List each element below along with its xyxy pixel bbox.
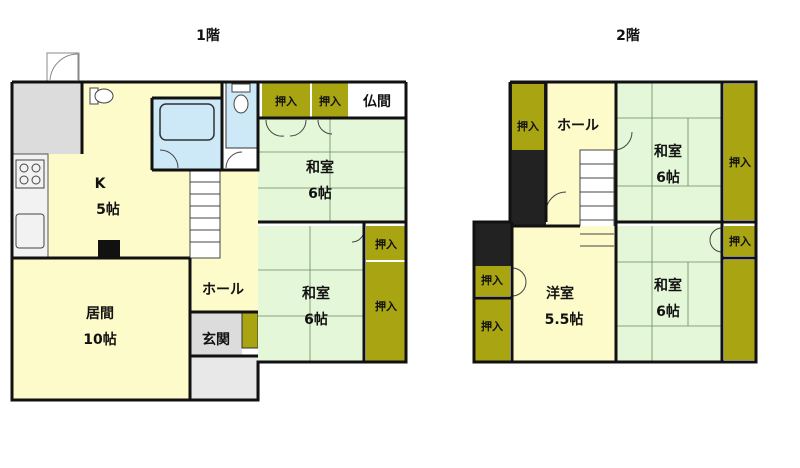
- floor1-oshiire-4-label: 押入: [375, 299, 397, 313]
- floor1-entrance-area: [190, 312, 242, 356]
- floor1-kitchen-size: 5帖: [96, 201, 120, 218]
- floor1-tatami-lines: [258, 118, 406, 362]
- floor1-balcony-door: [46, 52, 80, 82]
- floor1-entrance-name: 玄関: [202, 331, 230, 348]
- floor2-dark-block-lower: [474, 222, 512, 266]
- floor1-washitsu-lower-area: [258, 226, 364, 362]
- floor1-porch: [190, 356, 260, 400]
- floor2-oshiire-6: [724, 260, 756, 360]
- floor2-washitsu-lower-name: 和室: [654, 277, 682, 294]
- floor1-stove: [15, 159, 45, 189]
- floor2-yoshitsu-area: [512, 226, 616, 362]
- floor1-walls: [10, 80, 408, 402]
- floor2-yoshitsu-name: 洋室: [546, 285, 574, 302]
- floor2-title: 2階: [616, 27, 640, 44]
- floor2-oshiire-4-label: 押入: [481, 273, 503, 287]
- floor1-storage-gray-overlay: [12, 82, 82, 154]
- floor2-yoshitsu-size: 5.5帖: [545, 311, 584, 328]
- floor1-oshiire-2: [312, 82, 348, 118]
- floor1-oshiire-4: [366, 262, 406, 362]
- floor2-tatami-lines: [616, 82, 722, 362]
- floor1-oshiire-1-label: 押入: [275, 94, 297, 108]
- floor1-living-area: [12, 258, 190, 400]
- floor1-stairs: [189, 169, 221, 259]
- floor2-walls: [472, 80, 758, 364]
- floor1-oshiire-3-label: 押入: [375, 237, 397, 251]
- floor1-stair-treads: [190, 181, 220, 243]
- floor2-oshiire-3-label: 押入: [729, 234, 751, 248]
- floor2-oshiire-5-label: 押入: [481, 319, 503, 333]
- floor1-title: 1階: [196, 27, 220, 44]
- floor1-sink: [15, 213, 45, 249]
- floor2-oshiire-1-label: 押入: [517, 119, 539, 133]
- floor2-oshiire-2: [724, 84, 756, 220]
- floor2-oshiire-4: [474, 266, 510, 296]
- floor2-washitsu-upper-area: [616, 82, 722, 222]
- floor2-washitsu-upper-name: 和室: [654, 143, 682, 160]
- floor1-washitsu-lower-name: 和室: [302, 285, 330, 302]
- floor1-column: [98, 240, 120, 258]
- floor2-oshiire-2-label: 押入: [729, 155, 751, 169]
- floor2-hall-name: ホール: [557, 118, 599, 134]
- floor1-oshiire-2-label: 押入: [319, 94, 341, 108]
- floor2-stair-treads: [580, 163, 614, 247]
- floor1-kitchen-name: K: [95, 176, 107, 192]
- floor2-oshiire-1: [512, 84, 544, 150]
- floor2-oshiire-3: [724, 226, 756, 256]
- floor1-toilet-2: [89, 87, 114, 105]
- floor1-living-name: 居間: [86, 306, 114, 322]
- floor1-butsuma-label: 仏間: [363, 94, 391, 110]
- floor1-doors: [159, 119, 365, 243]
- floor1-washitsu-upper-name: 和室: [306, 159, 334, 176]
- floor1-washitsu-upper-size: 6帖: [308, 185, 332, 202]
- floor1-living-size: 10帖: [83, 331, 116, 348]
- floor1-washitsu-upper-area: [258, 118, 406, 222]
- floor2-washitsu-upper-size: 6帖: [656, 169, 680, 186]
- floor1-shoe-cabinet: [241, 311, 259, 349]
- floor1-bathtub: [159, 103, 215, 141]
- floor2-plan: 2階: [472, 27, 758, 364]
- floor1-plan: 1階: [10, 27, 408, 402]
- floor1-washitsu-lower-size: 6帖: [304, 311, 328, 328]
- floor1-kitchen-counter: [11, 153, 49, 259]
- floor2-oshiire-5: [474, 298, 510, 362]
- floor1-oshiire-1: [262, 82, 310, 118]
- floor1-oshiire-3: [366, 226, 406, 260]
- floor2-washitsu-lower-area: [616, 226, 722, 362]
- floor1-hall-name: ホール: [202, 282, 244, 298]
- floor1-toilet-room: [225, 81, 259, 149]
- floor2-washitsu-lower-size: 6帖: [656, 303, 680, 320]
- floor1-toilet-1: [231, 83, 251, 114]
- floor1-butsuma: [348, 82, 406, 118]
